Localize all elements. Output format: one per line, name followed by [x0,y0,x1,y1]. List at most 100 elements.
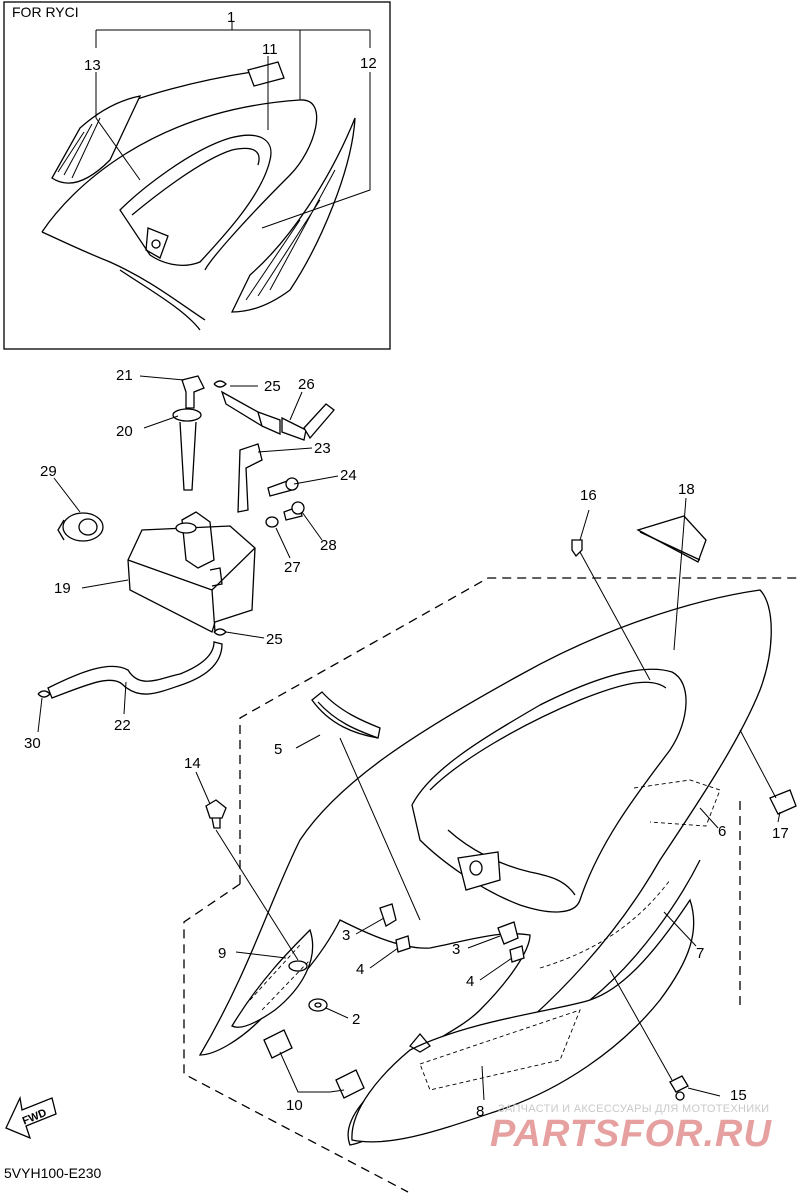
inset-tail-hole-circle [151,239,161,249]
pad-6 [633,779,721,827]
inset-side-panel-13-hatch [57,117,101,179]
callout-labels: 1 11 12 13 21 25 26 20 23 24 29 28 27 19… [24,9,789,1120]
leader-14 [195,771,211,805]
cowl-leaders [195,497,781,1101]
callout-24: 24 [340,467,357,484]
leader-4a [369,947,399,969]
callout-18: 18 [678,481,695,498]
leader-15b [609,969,673,1081]
bolt-15 [669,1075,689,1093]
callout-8: 8 [476,1103,484,1120]
tank-nipple [209,567,223,587]
fwd-arrow-icon: FWD [5,1095,57,1140]
washer-2 [308,998,328,1012]
leader-16b [579,551,651,681]
callout-15: 15 [730,1087,747,1104]
callout-13: 13 [84,57,101,74]
callout-9: 9 [218,945,226,962]
watermark: ЗАПЧАСТИ И АКСЕССУАРЫ ДЛЯ МОТОТЕХНИКИ PA… [490,1103,771,1155]
callout-11: 11 [262,41,278,58]
inset-bracket-1 [95,22,371,100]
leader-21 [139,375,185,381]
callout-21: 21 [116,367,133,384]
hose-26-b [257,410,281,436]
watermark-line1: ЗАПЧАСТИ И АКСЕССУАРЫ ДЛЯ МОТОТЕХНИКИ [498,1103,769,1115]
washer-27 [265,516,279,528]
callout-14: 14 [184,755,201,772]
leader-30 [37,697,43,733]
grab-rail-5 [311,691,381,739]
inset-title: FOR RYCI [12,4,79,20]
leader-23 [257,447,313,453]
callout-3-left: 3 [342,927,350,944]
cowl-assembly [183,515,800,1193]
leader-4b [479,957,513,981]
clip-17 [769,789,797,815]
callout-25-bottom: 25 [266,631,283,648]
callout-25-top: 25 [264,378,281,395]
pipe-20 [179,421,197,491]
callout-30: 30 [24,735,41,752]
callout-6: 6 [718,823,726,840]
plate-18 [636,515,707,563]
damper-10a [263,1029,293,1059]
callout-29: 29 [40,463,57,480]
hose-26-a [220,390,264,428]
side-cover-8-pad [419,1009,581,1091]
callout-1: 1 [227,9,235,26]
bolt-15-washer [675,1091,685,1101]
callout-26: 26 [298,376,315,393]
tank-cap [175,522,197,534]
clip-25-b [213,628,227,636]
leader-2 [325,1007,349,1019]
callout-28: 28 [320,537,337,554]
tank-19-edge-2 [211,589,216,633]
inset-side-panel-12-hatch [245,169,336,301]
callout-17: 17 [772,825,789,842]
tank-assembly [37,375,335,699]
side-cover-7-edge [589,859,701,1001]
tail-light-hole [469,860,483,876]
leader-3b [467,935,501,949]
leader-7 [663,911,697,947]
tank-bracket [181,511,215,569]
panel-9-grommet [288,960,308,972]
leader-3a [355,917,385,935]
leader-10 [279,1051,345,1093]
side-cover-8-tab [409,1032,431,1053]
callout-27: 27 [284,559,301,576]
leader-28 [301,511,323,541]
leader-9 [235,951,287,959]
leader-22 [123,681,127,715]
leader-5 [295,734,321,749]
callout-16: 16 [580,487,597,504]
leader-29 [53,477,81,513]
callout-23: 23 [314,440,331,457]
bracket-23 [237,443,263,513]
hose-22 [47,641,223,699]
leader-8 [481,1065,485,1101]
inset-tail-hole [145,227,169,259]
leader-15 [687,1087,721,1097]
callout-19: 19 [54,580,71,597]
cap-20 [172,408,202,422]
side-cover-8 [351,898,695,1143]
seat-opening [411,668,687,913]
callout-5: 5 [274,741,282,758]
leader-17b [739,729,777,799]
callout-20: 20 [116,423,133,440]
side-panel-9 [231,928,314,1028]
fastener-14-shank [211,817,221,829]
leader-16 [579,509,590,541]
leader-20 [143,415,179,429]
tank-leaders [37,375,339,733]
plate-18-edge [639,531,701,561]
enclosure-top [239,577,800,884]
hose-26-c [281,416,307,441]
tank-19 [127,525,256,633]
elbow-21 [181,375,205,409]
bolt-28-head [291,501,305,515]
inset-leader-13 [95,72,141,181]
